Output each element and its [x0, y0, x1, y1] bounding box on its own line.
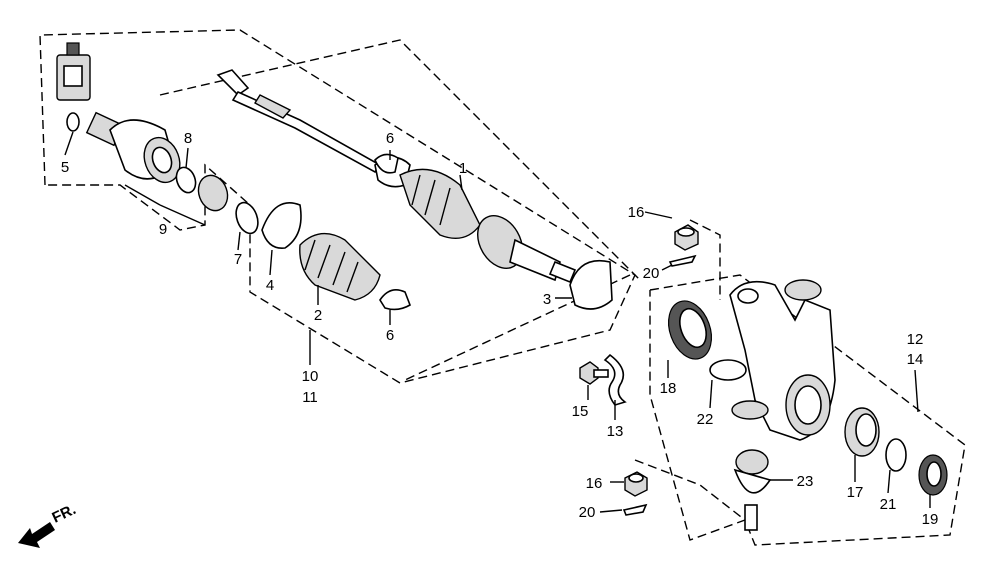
direction-label: FR.	[50, 501, 79, 527]
cotter-pin-20-top	[668, 254, 697, 267]
cotter-pin-20-bottom	[622, 503, 648, 516]
callout-3: 3	[543, 291, 551, 308]
callout-10: 10	[302, 368, 319, 385]
callout-22: 22	[697, 411, 714, 428]
callout-11: 11	[302, 389, 318, 406]
clip-5	[66, 112, 80, 132]
grease-bottle	[56, 42, 91, 101]
callout-12: 12	[907, 331, 924, 348]
group-boundaries	[39, 29, 966, 546]
cage	[197, 174, 229, 212]
boot-2	[299, 232, 381, 301]
front-direction-indicator: FR.	[18, 501, 79, 548]
callout-20-top: 20	[643, 265, 660, 282]
bearing-17	[844, 407, 880, 457]
callout-20-bottom: 20	[579, 504, 596, 521]
bolt-15	[579, 361, 609, 385]
callout-16-bottom: 16	[586, 475, 603, 492]
band-6-upper	[374, 153, 399, 174]
callout-19: 19	[922, 511, 939, 528]
arrow-icon	[18, 522, 55, 548]
band-6-lower	[379, 289, 411, 311]
callout-16-top: 16	[628, 204, 645, 221]
seal-18	[667, 300, 713, 360]
bracket-13	[603, 353, 627, 406]
callout-17: 17	[847, 484, 864, 501]
knuckle-12-14	[729, 279, 836, 441]
callout-5: 5	[61, 159, 69, 176]
callout-4: 4	[266, 277, 274, 294]
band-4	[261, 202, 302, 249]
callout-18: 18	[660, 380, 677, 397]
outer-cv-joint	[85, 111, 181, 184]
circlip-21	[885, 438, 907, 472]
callout-6-lower: 6	[386, 327, 394, 344]
hub-nut-16-top	[674, 224, 699, 251]
hub-nut-16-bottom	[624, 471, 648, 497]
leader-lines	[64, 131, 931, 513]
callout-8: 8	[184, 130, 192, 147]
callout-7: 7	[234, 251, 242, 268]
callout-6-upper: 6	[386, 130, 394, 147]
callout-2: 2	[314, 307, 322, 324]
circlip-7	[235, 201, 259, 235]
callout-15: 15	[572, 403, 589, 420]
callout-labels: 1 2 3 4 5 6 6 7 8 9 10 11 12 13 14 15 16…	[61, 130, 939, 528]
ball-joint-23	[733, 449, 772, 531]
callout-9: 9	[159, 221, 167, 238]
seal-19	[918, 454, 948, 496]
callout-14: 14	[907, 351, 924, 368]
ring-8	[175, 166, 197, 194]
callout-1: 1	[459, 160, 467, 177]
callout-23: 23	[797, 473, 814, 490]
callout-21: 21	[880, 496, 897, 513]
circlip-22	[709, 359, 747, 381]
band-3	[569, 260, 613, 310]
callout-13: 13	[607, 423, 624, 440]
